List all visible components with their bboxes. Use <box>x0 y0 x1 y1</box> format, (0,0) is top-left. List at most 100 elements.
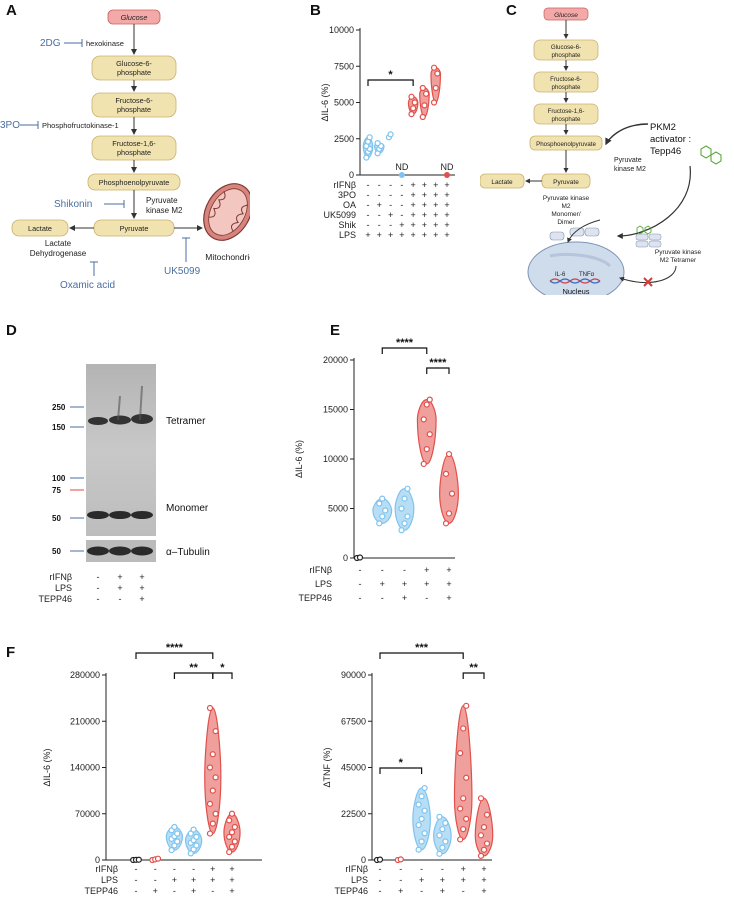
f16p-label-1: Fructose-1,6- <box>112 139 156 148</box>
data-point <box>376 500 383 507</box>
data-point <box>379 495 386 502</box>
significance-label: * <box>388 69 393 81</box>
condition-sign: + <box>422 190 427 200</box>
condition-sign: + <box>229 886 234 896</box>
data-point <box>436 813 443 820</box>
condition-sign: + <box>461 875 466 885</box>
glucose-label: Glucose <box>121 13 148 22</box>
significance-bracket <box>212 672 233 679</box>
condition-sign: - <box>399 864 402 874</box>
data-point <box>228 843 236 850</box>
data-point <box>477 795 485 802</box>
significance-label: ** <box>469 662 478 674</box>
condition-sign: + <box>399 230 404 240</box>
significance-bracket <box>462 672 485 679</box>
condition-sign: + <box>433 190 438 200</box>
c-f16p-label-2: phosphate <box>552 116 581 123</box>
condition-sign: + <box>388 210 393 220</box>
condition-sign: + <box>399 220 404 230</box>
condition-sign: + <box>388 230 393 240</box>
c-pkm2-label-1: Pyruvate <box>614 157 642 164</box>
condition-sign: - <box>378 210 381 220</box>
condition-sign: - <box>359 593 362 603</box>
data-point <box>420 416 427 423</box>
pathway-a-diagram: A Glucose 2DG hexokinase Glucose-6- phos… <box>0 2 250 291</box>
dna-icon <box>549 278 601 284</box>
panel-label-f: F <box>6 644 15 661</box>
data-point <box>439 826 446 833</box>
data-point <box>382 507 389 514</box>
condition-sign: - <box>389 180 392 190</box>
condition-sign: + <box>446 593 451 603</box>
y-tick-label: 7500 <box>334 61 354 71</box>
data-point <box>442 470 450 477</box>
data-point <box>421 830 428 837</box>
data-point <box>366 134 373 141</box>
data-point <box>171 823 178 831</box>
mitochondrion-icon <box>203 183 250 241</box>
blot-condition-label: LPS <box>55 583 72 593</box>
condition-sign: + <box>481 886 486 896</box>
data-point <box>421 807 428 814</box>
condition-row-label: TEPP46 <box>334 886 368 896</box>
tubulin-bands <box>87 546 153 556</box>
ldh-label-1: Lactate <box>45 239 72 248</box>
pathway-c-diagram: C Glucose Glucose-6- phosphate Fructose-… <box>480 2 722 295</box>
data-point <box>206 764 214 771</box>
data-point <box>457 750 464 757</box>
inhibitor-uk5099: UK5099 <box>164 266 201 277</box>
data-point <box>212 810 219 817</box>
data-point <box>463 815 470 822</box>
data-point <box>209 820 216 827</box>
y-tick-label: 5000 <box>334 98 354 108</box>
lactate-node <box>11 219 69 237</box>
data-point <box>436 850 443 857</box>
data-point <box>434 70 441 77</box>
c-activator-label-1: PKM2 <box>650 122 676 133</box>
condition-row-label: TEPP46 <box>298 593 332 603</box>
data-point <box>209 787 216 794</box>
data-point <box>418 815 425 822</box>
c-f6p-label-1: Fructose-6- <box>550 76 582 83</box>
condition-sign: + <box>191 886 196 896</box>
condition-row-label: rIFNβ <box>95 864 118 874</box>
condition-sign: + <box>398 886 403 896</box>
data-point <box>422 90 430 97</box>
blot-condition-sign: + <box>139 583 144 593</box>
data-point <box>420 460 427 468</box>
y-tick-label: 0 <box>361 855 366 865</box>
condition-sign: + <box>440 875 445 885</box>
data-point <box>374 140 381 147</box>
data-point <box>423 446 430 453</box>
condition-sign: - <box>425 593 428 603</box>
condition-row-label: rIFNβ <box>333 180 356 190</box>
c-g6p-label-2: phosphate <box>552 52 581 59</box>
f6p-label-2: phosphate <box>117 105 151 114</box>
data-point <box>401 495 408 502</box>
condition-row-label: 3PO <box>338 190 356 200</box>
block-x-icon <box>643 277 653 287</box>
data-point <box>445 450 453 458</box>
data-point <box>410 105 417 112</box>
condition-sign: + <box>424 565 429 575</box>
c-glucose-label: Glucose <box>554 12 578 19</box>
condition-sign: - <box>379 886 382 896</box>
condition-sign: - <box>389 220 392 230</box>
data-point <box>168 846 175 854</box>
data-point <box>206 800 214 807</box>
panel-a: A Glucose 2DG hexokinase Glucose-6- phos… <box>0 0 250 295</box>
significance-label: **** <box>166 642 184 654</box>
y-axis-label: ΔIL-6 (%) <box>320 83 330 121</box>
inhibitor-shikonin: Shikonin <box>54 199 92 210</box>
condition-sign: - <box>400 180 403 190</box>
data-point <box>398 505 405 512</box>
condition-row-label: TEPP46 <box>84 886 118 896</box>
data-point <box>135 856 142 863</box>
condition-sign: + <box>402 593 407 603</box>
data-point <box>376 520 383 527</box>
